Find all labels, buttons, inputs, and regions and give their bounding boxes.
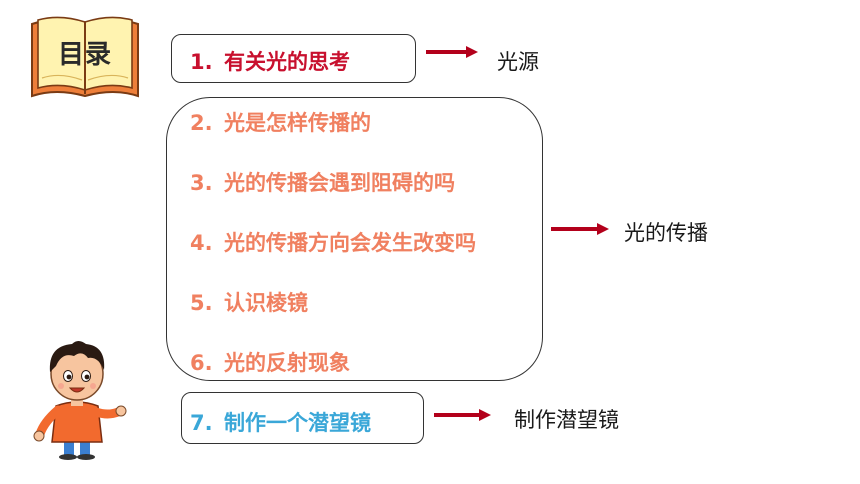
toc-item-text: 光的传播会遇到阻碍的吗: [224, 171, 455, 195]
toc-item-text: 光是怎样传播的: [224, 111, 371, 135]
right-arrow-icon: [551, 223, 609, 235]
toc-item-1[interactable]: 1. 有关光的思考: [190, 46, 350, 76]
badge-title: 目录: [57, 40, 112, 70]
cartoon-boy-icon: [33, 341, 127, 460]
toc-item-text: 有关光的思考: [224, 50, 350, 74]
toc-item-number: 2.: [190, 111, 213, 135]
toc-item-text: 制作一个潜望镜: [224, 411, 371, 435]
items-2-6-box: [166, 97, 543, 381]
toc-item-number: 5.: [190, 291, 213, 315]
item-1-box: [171, 34, 416, 83]
toc-item-5[interactable]: 5. 认识棱镜: [190, 287, 308, 317]
right-arrow-icon: [426, 46, 478, 58]
category-label-periscope: 制作潜望镜: [514, 408, 619, 432]
toc-item-text: 光的传播方向会发生改变吗: [224, 231, 476, 255]
toc-item-number: 3.: [190, 171, 213, 195]
toc-item-6[interactable]: 6. 光的反射现象: [190, 347, 350, 377]
open-book-icon: [31, 16, 139, 98]
category-label-light-source: 光源: [497, 50, 539, 74]
toc-item-number: 1.: [190, 50, 213, 74]
category-label-light-propagation: 光的传播: [624, 221, 708, 245]
toc-item-4[interactable]: 4. 光的传播方向会发生改变吗: [190, 227, 476, 257]
right-arrow-icon: [434, 409, 491, 421]
toc-item-7[interactable]: 7. 制作一个潜望镜: [190, 407, 371, 437]
item-7-box: [181, 392, 424, 444]
toc-item-number: 4.: [190, 231, 213, 255]
toc-item-3[interactable]: 3. 光的传播会遇到阻碍的吗: [190, 167, 455, 197]
toc-item-2[interactable]: 2. 光是怎样传播的: [190, 107, 371, 137]
toc-item-number: 7.: [190, 411, 213, 435]
toc-item-number: 6.: [190, 351, 213, 375]
toc-item-text: 认识棱镜: [224, 291, 308, 315]
toc-item-text: 光的反射现象: [224, 351, 350, 375]
